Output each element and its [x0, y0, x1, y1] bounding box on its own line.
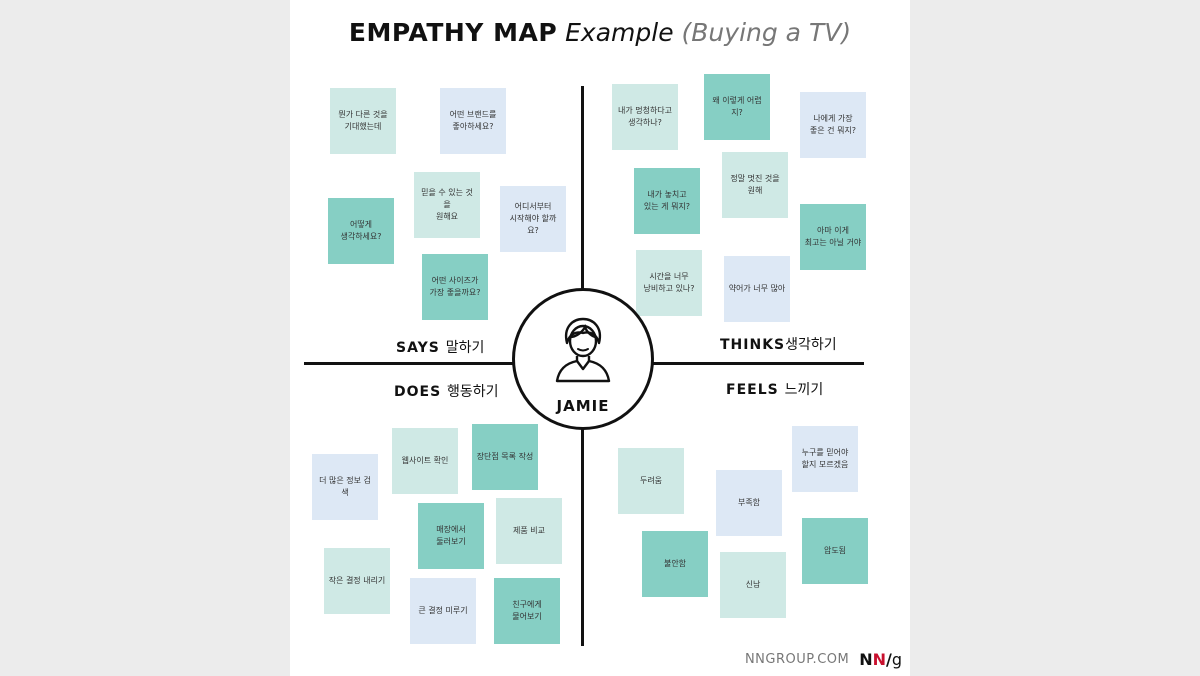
quadrant-label-thinks: THINKS생각하기: [720, 334, 837, 354]
sticky-note-feels: 신남: [720, 552, 786, 618]
vertical-axis-bottom: [581, 428, 584, 646]
sticky-note-feels: 압도됨: [802, 518, 868, 584]
title-subtitle: (Buying a TV): [681, 18, 852, 47]
does-label-ko: 행동하기: [447, 384, 499, 400]
sticky-note-does: 작은 결정 내리기: [324, 548, 390, 614]
vertical-axis-top: [581, 86, 584, 290]
persona-name: JAMIE: [556, 397, 610, 415]
quadrant-label-feels: FEELS 느끼기: [726, 379, 823, 399]
sticky-note-does: 큰 결정 미루기: [410, 578, 476, 644]
footer: NNGROUP.COM NN/g: [745, 650, 902, 669]
sticky-note-thinks: 왜 이렇게 어렵지?: [704, 74, 770, 140]
sticky-note-does: 더 많은 정보 검색: [312, 454, 378, 520]
sticky-note-thinks: 약어가 너무 많아: [724, 256, 790, 322]
logo-slash: /: [886, 650, 892, 669]
thinks-label-ko: 생각하기: [785, 337, 837, 353]
sticky-note-does: 제품 비교: [496, 498, 562, 564]
says-label-ko: 말하기: [445, 340, 485, 356]
thinks-label-en: THINKS: [720, 337, 786, 353]
person-icon: [555, 317, 611, 383]
sticky-note-does: 장단점 목록 작성: [472, 424, 538, 490]
feels-label-en: FEELS: [726, 382, 779, 398]
persona-circle: JAMIE: [512, 288, 654, 430]
nng-logo: NN/g: [859, 650, 902, 669]
title-main: EMPATHY MAP: [348, 18, 558, 47]
logo-g: g: [891, 650, 902, 669]
sticky-note-feels: 두려움: [618, 448, 684, 514]
sticky-note-does: 웹사이트 확인: [392, 428, 458, 494]
horizontal-axis-left: [304, 362, 514, 365]
does-label-en: DOES: [394, 384, 442, 400]
logo-n2: N: [872, 650, 886, 669]
page-title: EMPATHY MAP Example (Buying a TV): [290, 18, 910, 47]
footer-url: NNGROUP.COM: [744, 652, 850, 667]
sticky-note-feels: 불안함: [642, 531, 708, 597]
horizontal-axis-right: [652, 362, 864, 365]
feels-label-ko: 느끼기: [784, 382, 824, 398]
logo-n1: N: [859, 650, 873, 669]
quadrant-label-does: DOES 행동하기: [394, 381, 499, 401]
says-label-en: SAYS: [396, 340, 440, 356]
sticky-note-feels: 부족함: [716, 470, 782, 536]
empathy-map-card: EMPATHY MAP Example (Buying a TV) 뭔가 다른 …: [290, 0, 910, 676]
quadrant-label-says: SAYS 말하기: [396, 337, 484, 357]
title-example: Example: [565, 18, 674, 47]
